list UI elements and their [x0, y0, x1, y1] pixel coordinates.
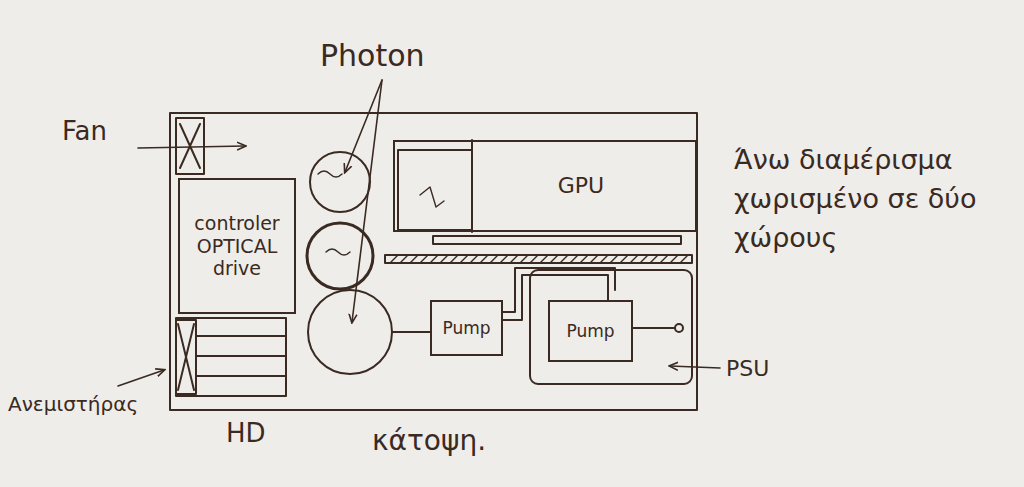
tube: [633, 327, 674, 329]
box-text: controler OPTICAL drive: [187, 212, 287, 280]
part-label: Ανεμιστήρας: [8, 392, 138, 416]
hatching: [390, 255, 688, 263]
round-part: [310, 152, 370, 212]
leader-arrow: [118, 370, 164, 386]
caption: κάτοψη.: [372, 424, 486, 458]
pump-box: Pump: [548, 300, 633, 362]
scribble: [420, 187, 444, 207]
gpu-slot: [433, 236, 681, 244]
part-label: PSU: [726, 356, 769, 382]
psu-region: [530, 270, 692, 384]
gpu-divider: [471, 140, 473, 232]
tube: [392, 331, 430, 333]
box-text: Pump: [566, 321, 614, 341]
part-label: HD: [226, 418, 266, 449]
box-text: Pump: [442, 318, 490, 338]
scribble: [318, 171, 350, 255]
hd-bays: [196, 336, 286, 376]
part-label: Fan: [62, 116, 107, 147]
pump-box: Pump: [430, 300, 503, 356]
hd-fan: [176, 320, 196, 394]
fan-symbol: [180, 124, 200, 168]
box-text: GPU: [558, 173, 604, 199]
leader-arrow: [670, 366, 720, 368]
case-outline: [170, 113, 697, 410]
gpu-box: GPU: [393, 140, 697, 232]
gpu-block: [398, 150, 472, 230]
note-text: Άνω διαμέρισμα χωρισμένο σε δύο χώρους: [734, 140, 1016, 257]
hd-cage: [176, 318, 286, 396]
divider-bar: [385, 255, 692, 263]
leader-arrow: [352, 80, 382, 322]
round-part: [308, 290, 392, 374]
part-label: Photon: [320, 38, 425, 74]
hd-fan-symbol: [178, 324, 194, 390]
fan-box: [176, 118, 204, 174]
fitting: [675, 324, 683, 332]
drive-box: controler OPTICAL drive: [178, 178, 296, 314]
leader-arrow: [138, 146, 245, 148]
tube: [503, 268, 615, 320]
